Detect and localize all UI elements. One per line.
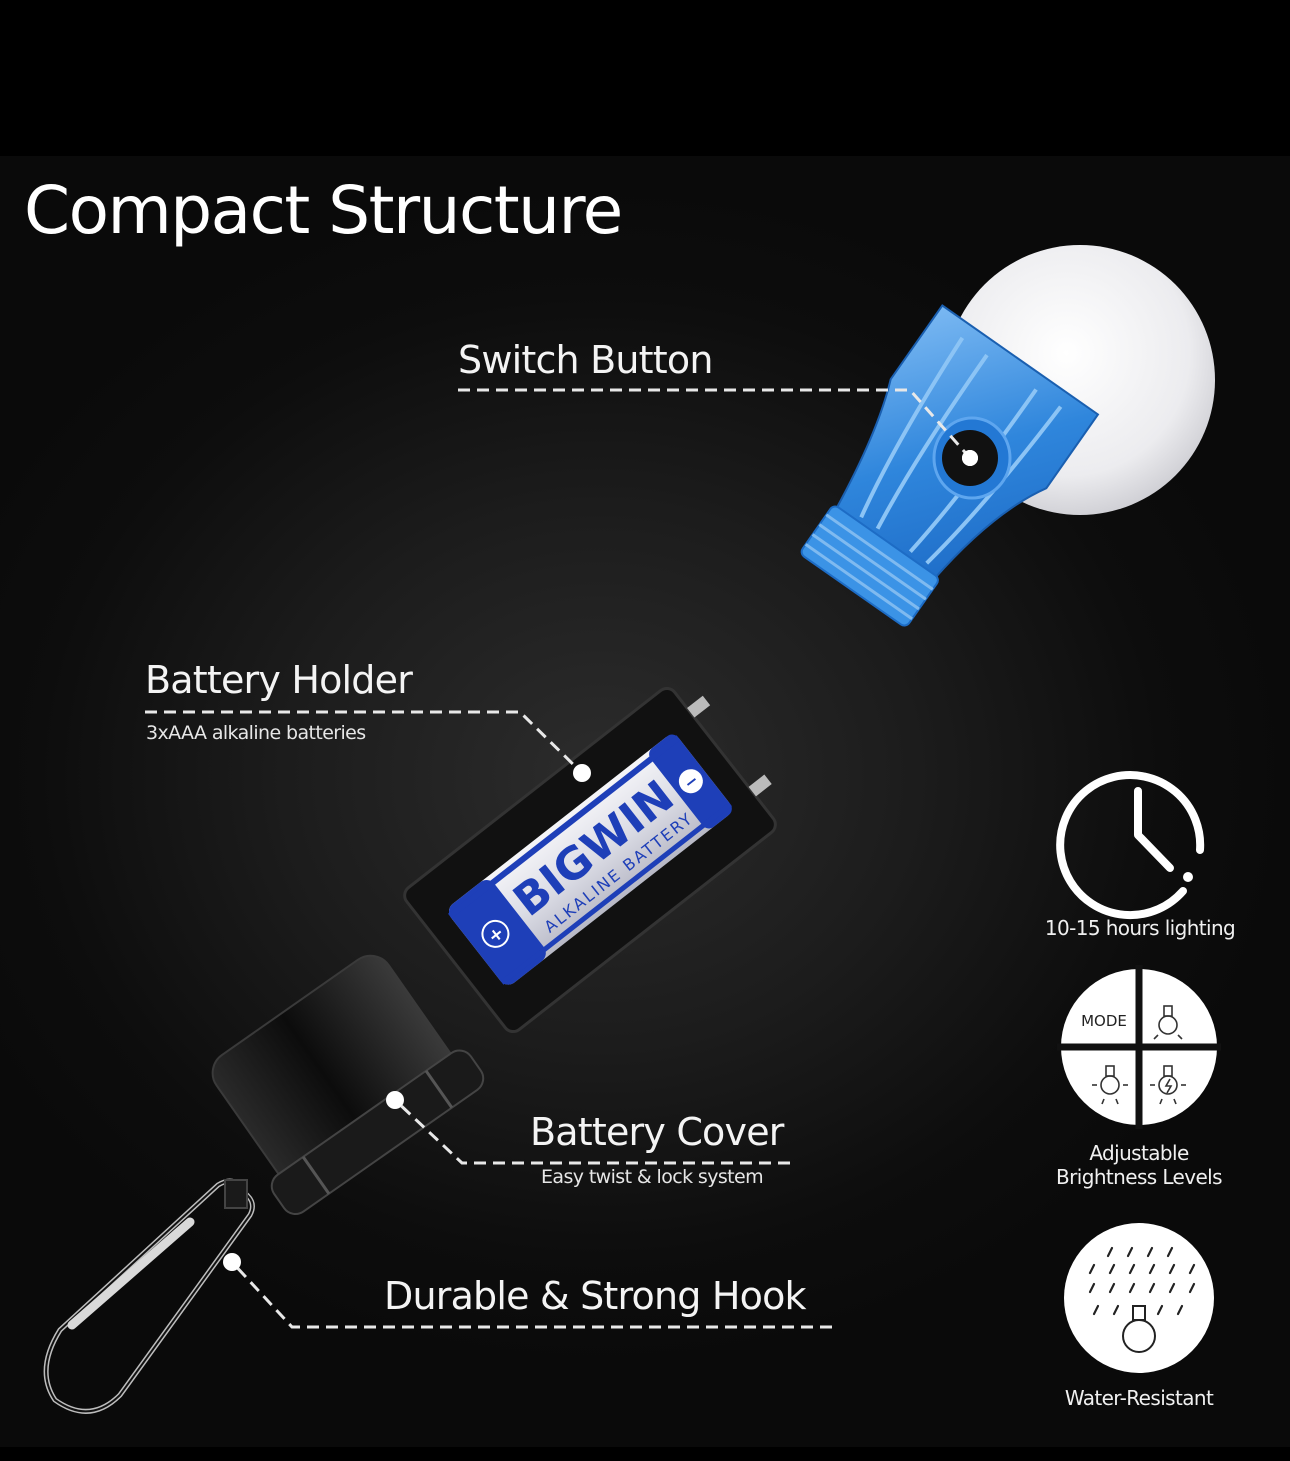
- feature-water-resistant: Water-Resistant: [1030, 1386, 1248, 1410]
- feature-water-resistant-label: Water-Resistant: [1064, 1386, 1214, 1410]
- feature-brightness-line2: Brightness Levels: [1056, 1165, 1223, 1189]
- battery-holder: + − BIGWIN ALKALINE BATTERY: [403, 686, 777, 1034]
- callout-battery-cover: Battery Cover: [530, 1110, 784, 1154]
- brightness-modes-icon: MODE: [1057, 965, 1221, 1129]
- callout-battery-cover-sub: Easy twist & lock system: [541, 1166, 764, 1188]
- callout-battery-holder: Battery Holder: [145, 658, 413, 702]
- top-black-band: [0, 0, 1290, 156]
- clock-icon: [1056, 771, 1205, 920]
- callout-switch-button: Switch Button: [458, 338, 713, 382]
- battery-cover: [211, 954, 485, 1216]
- feature-brightness: Adjustable Brightness Levels: [1020, 1141, 1258, 1189]
- callout-lines: [145, 388, 972, 1329]
- feature-lighting-time: 10-15 hours lighting: [1020, 916, 1260, 940]
- callout-dots: [223, 450, 978, 1271]
- feature-lighting-time-label: 10-15 hours lighting: [1044, 916, 1236, 940]
- callout-hook: Durable & Strong Hook: [384, 1274, 807, 1318]
- svg-text:MODE: MODE: [1081, 1012, 1127, 1030]
- bottom-black-band: [0, 1447, 1290, 1461]
- page-title: Compact Structure: [24, 172, 623, 249]
- feature-brightness-line1: Adjustable: [1089, 1141, 1189, 1165]
- rain-bulb-icon: [1064, 1223, 1214, 1373]
- carabiner-hook: [43, 1178, 255, 1414]
- callout-battery-holder-sub: 3xAAA alkaline batteries: [146, 722, 366, 744]
